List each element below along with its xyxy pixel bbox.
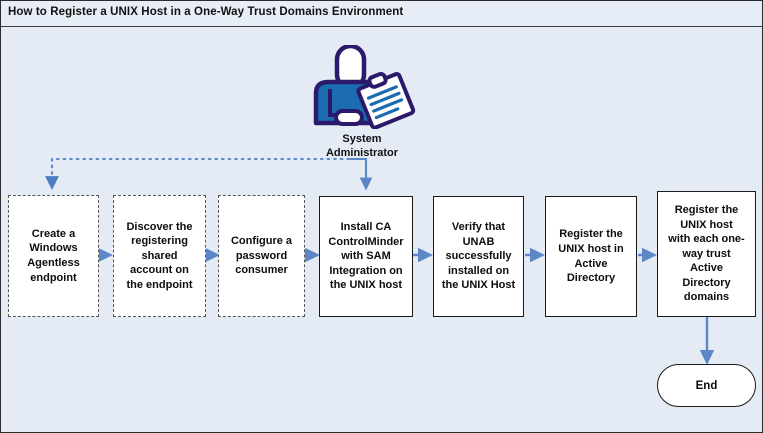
title-bar: How to Register a UNIX Host in a One-Way… (1, 1, 762, 27)
step-line: Active (574, 257, 608, 270)
step-line: Agentless (27, 257, 80, 269)
step-text: Register the UNIX host in Active Directo… (558, 227, 623, 285)
step-line: successfully (445, 250, 512, 263)
actor-label: System Administrator (312, 132, 412, 161)
step-line: Windows (29, 242, 78, 255)
step-line: Configure a (230, 235, 293, 248)
step-text: Install CA ControlMinder with SAM Integr… (328, 220, 403, 293)
step-line: the UNIX Host (441, 279, 516, 292)
step-box-discover-registering-shared-account[interactable]: Discover the registering shared account … (113, 195, 206, 317)
actor-label-line1: System (342, 133, 382, 145)
step-box-verify-unab-installed[interactable]: Verify that UNAB successfully installed … (433, 196, 524, 317)
step-line: the UNIX host (329, 279, 403, 292)
step-box-install-ca-controlminder-sam[interactable]: Install CA ControlMinder with SAM Integr… (319, 196, 413, 317)
step-line: Active (689, 262, 724, 275)
step-line: ControlMinder (328, 235, 404, 248)
step-box-register-unix-host-active-directory[interactable]: Register the UNIX host in Active Directo… (545, 196, 637, 317)
step-line: Install CA (340, 221, 392, 234)
step-line: with SAM (341, 250, 391, 263)
step-text: Create a Windows Agentless endpoint (27, 227, 80, 285)
terminator-label: End (695, 379, 718, 392)
step-line: UNIX host (680, 218, 733, 231)
step-line: Discover the (126, 220, 193, 233)
step-line: Directory (566, 272, 616, 285)
step-line: UNIX host in (558, 242, 624, 255)
step-line: Integration on (329, 264, 403, 277)
page-title: How to Register a UNIX Host in a One-Way… (8, 6, 404, 18)
step-line: the endpoint (126, 278, 193, 291)
step-line: Register the (559, 228, 623, 241)
step-line: consumer (235, 264, 288, 277)
step-box-configure-password-consumer[interactable]: Configure a password consumer (218, 195, 305, 317)
step-text: Register the UNIX host with each one- wa… (668, 203, 744, 305)
system-administrator-icon (313, 45, 416, 129)
step-text: Discover the registering shared account … (126, 220, 192, 293)
step-line: Verify that (451, 221, 506, 234)
step-line: password (235, 249, 288, 262)
step-line: account on (130, 264, 189, 277)
terminator-end[interactable]: End (657, 364, 756, 407)
step-line: registering (131, 235, 188, 248)
step-line: domains (683, 291, 730, 304)
step-line: with each one- (668, 233, 745, 246)
step-line: Create a (31, 227, 76, 240)
step-line: Directory (682, 276, 731, 289)
step-line: UNAB (462, 235, 495, 248)
step-line: installed on (447, 264, 510, 277)
step-line: Register the (674, 204, 739, 217)
step-line: endpoint (30, 271, 77, 284)
step-box-create-windows-agentless-endpoint[interactable]: Create a Windows Agentless endpoint (8, 195, 99, 317)
actor-label-line2: Administrator (325, 147, 399, 160)
step-text: Verify that UNAB successfully installed … (442, 220, 515, 293)
step-text: Configure a password consumer (231, 234, 292, 278)
step-line: way trust (682, 247, 731, 260)
step-box-register-unix-host-one-way-trust-domains[interactable]: Register the UNIX host with each one- wa… (657, 191, 756, 317)
step-line: shared (141, 249, 178, 262)
